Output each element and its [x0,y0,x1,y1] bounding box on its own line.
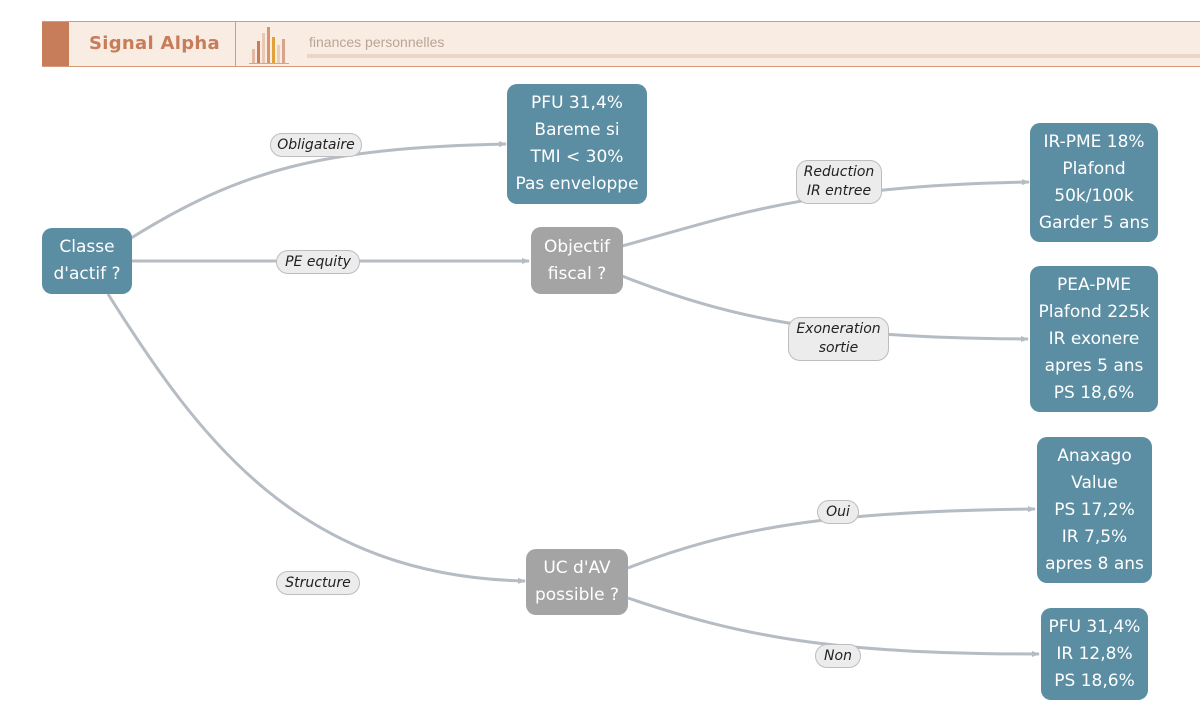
node-anaxago[interactable]: Anaxago Value PS 17,2% IR 7,5% apres 8 a… [1037,437,1152,583]
bar-chart-logo-icon [249,27,289,64]
node-line: fiscal ? [547,263,607,284]
edge-label-text: Non [824,647,852,664]
node-line: IR 12,8% [1056,643,1133,664]
node-line: PFU 31,4% [1048,616,1141,637]
node-line: possible ? [534,585,620,605]
edge-label-text: Reduction [803,164,875,180]
header-tagline: finances personnelles [309,34,445,50]
node-obligataire-result[interactable]: PFU 31,4% Bareme si TMI < 30% Pas envelo… [507,84,647,204]
node-line: Plafond [1062,158,1126,179]
brand-title[interactable]: Signal Alpha [89,33,220,54]
node-classe-actif[interactable]: Classe d'actif ? [42,228,132,294]
node-line: TMI < 30% [530,147,624,167]
node-line: PS 18,6% [1054,670,1135,691]
edge-label-text: Exoneration [796,321,881,337]
header-accent-bar [42,22,69,66]
edge-label-non: Non [815,644,861,668]
edge-label-obligataire: Obligataire [270,133,362,157]
edge-label-reduction: Reduction IR entree [796,160,882,204]
tagline-underline [307,54,1200,58]
node-line: Pas enveloppe [515,174,639,194]
node-line: UC d'AV [543,558,611,578]
node-ir-pme[interactable]: IR-PME 18% Plafond 50k/100k Garder 5 ans [1030,123,1158,242]
edge-label-text: Oui [826,503,850,520]
node-line: Classe [59,237,115,257]
node-line: PS 17,2% [1054,499,1135,520]
node-line: 50k/100k [1054,185,1134,206]
node-line: PEA-PME [1056,274,1132,295]
edge-label-text: IR entree [806,183,872,199]
edge-label-pe-equity: PE equity [276,250,360,274]
edge-exoneration [621,274,1029,342]
edge-label-text: sortie [818,340,859,356]
edge-label-text: Structure [285,574,351,591]
node-pea-pme[interactable]: PEA-PME Plafond 225k IR exonere apres 5 … [1030,266,1158,412]
node-objectif-fiscal[interactable]: Objectif fiscal ? [531,227,623,294]
edge-label-exoneration: Exoneration sortie [788,317,889,361]
app-header: Signal Alpha finances personnelles [42,21,1200,67]
edge-label-structure: Structure [276,571,360,595]
edge-oui [627,506,1036,570]
edge-structure [106,293,526,584]
node-line: apres 5 ans [1044,355,1144,376]
edge-non [627,596,1040,657]
node-line: IR 7,5% [1061,526,1128,547]
node-line: Anaxago [1057,445,1132,466]
node-line: Objectif [543,236,611,257]
node-line: apres 8 ans [1045,553,1144,574]
header-divider [235,22,236,66]
node-uc-av[interactable]: UC d'AV possible ? [526,549,628,615]
node-line: PFU 31,4% [531,93,623,113]
node-line: d'actif ? [53,264,121,284]
node-pfu-non[interactable]: PFU 31,4% IR 12,8% PS 18,6% [1041,608,1148,700]
edge-label-oui: Oui [817,500,859,524]
edge-obligataire [127,141,507,242]
node-line: Garder 5 ans [1038,212,1150,233]
node-line: PS 18,6% [1053,382,1135,403]
node-line: Plafond 225k [1038,301,1150,322]
edge-reduction [621,179,1030,248]
node-line: Bareme si [534,120,620,140]
node-line: IR-PME 18% [1043,131,1145,152]
edge-label-text: PE equity [285,253,351,270]
node-line: IR exonere [1048,328,1140,349]
node-line: Value [1071,472,1118,493]
edge-label-text: Obligataire [277,136,355,153]
